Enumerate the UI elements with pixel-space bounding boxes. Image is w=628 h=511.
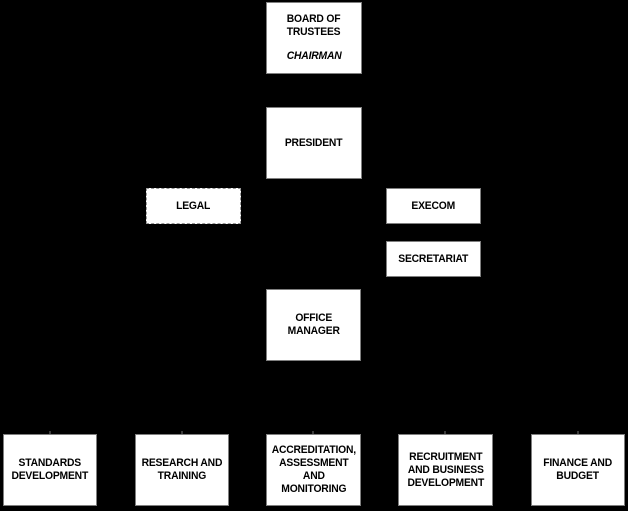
node-label: OFFICE MANAGER (287, 312, 340, 337)
node-label: FINANCE AND BUDGET (543, 457, 613, 482)
node-label: EXECOM (411, 199, 456, 212)
node-standards-development: STANDARDS DEVELOPMENT (3, 434, 97, 506)
node-label: RESEARCH AND TRAINING (141, 457, 223, 482)
node-label: ACCREDITATION, ASSESSMENT AND MONITORING (271, 444, 356, 495)
connector-stub (577, 431, 579, 434)
node-office-manager: OFFICE MANAGER (266, 289, 361, 361)
node-label: SECRETARIAT (398, 252, 469, 265)
node-label: PRESIDENT (285, 136, 343, 149)
node-execom: EXECOM (386, 188, 481, 224)
node-board-of-trustees: BOARD OF TRUSTEES CHAIRMAN (266, 2, 362, 74)
node-finance-and-budget: FINANCE AND BUDGET (531, 434, 625, 506)
connector-stub (312, 431, 314, 434)
node-secretariat: SECRETARIAT (386, 241, 481, 277)
node-accreditation-assessment-monitoring: ACCREDITATION, ASSESSMENT AND MONITORING (266, 434, 361, 506)
node-president: PRESIDENT (266, 107, 362, 179)
node-research-and-training: RESEARCH AND TRAINING (135, 434, 229, 506)
node-label: BOARD OF TRUSTEES (287, 13, 341, 38)
node-recruitment-business-development: RECRUITMENT AND BUSINESS DEVELOPMENT (398, 434, 493, 506)
node-label: STANDARDS DEVELOPMENT (11, 457, 89, 482)
node-label: RECRUITMENT AND BUSINESS DEVELOPMENT (407, 450, 484, 489)
connector-stub (181, 431, 183, 434)
node-label: LEGAL (176, 199, 211, 212)
node-subtitle-chairman: CHAIRMAN (286, 50, 342, 62)
connector-stub (444, 431, 446, 434)
connector-stub (49, 431, 51, 434)
node-legal: LEGAL (146, 188, 241, 224)
